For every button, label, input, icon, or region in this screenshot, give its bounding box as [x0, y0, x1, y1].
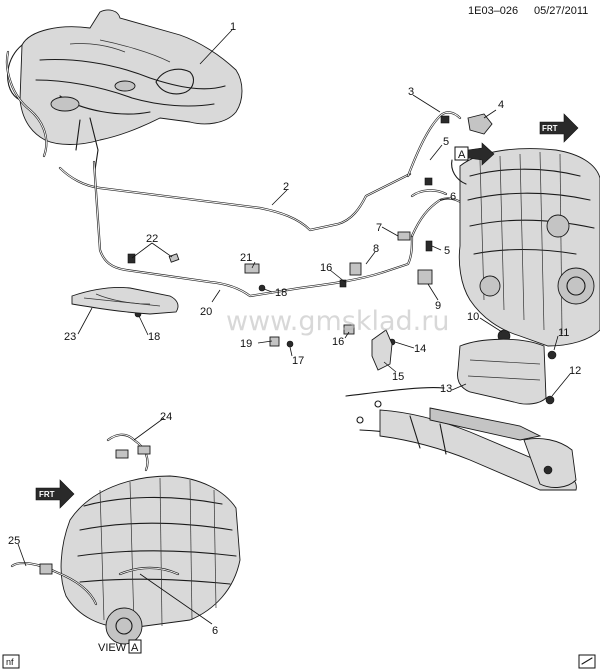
corner-code: nf [6, 657, 14, 667]
callout-17: 17 [292, 355, 304, 367]
callout-20: 20 [200, 306, 212, 318]
callout-10: 10 [467, 311, 479, 323]
leader-lines [17, 29, 571, 625]
chassis-frame [345, 387, 577, 491]
diagram-date: 05/27/2011 [534, 5, 588, 17]
corner-marks: nf [2, 654, 596, 669]
heat-shield-23 [71, 287, 179, 315]
callout-8: 8 [373, 243, 379, 255]
engine-top-right [451, 148, 600, 347]
watermark: www.gmsklad.ru [226, 306, 449, 337]
callout-7: 7 [376, 222, 382, 234]
shield-13 [457, 338, 557, 405]
callout-16-upper: 16 [320, 262, 332, 274]
callout-5-lower: 5 [444, 245, 450, 257]
callout-24: 24 [160, 411, 172, 423]
frt-arrow-top: FRT [539, 113, 579, 143]
view-label-text: VIEW [98, 642, 127, 654]
view-a-marker: A [454, 142, 495, 166]
callout-9: 9 [435, 300, 441, 312]
callout-18-upper: 18 [275, 287, 287, 299]
callout-14: 14 [414, 343, 426, 355]
diagram-id: 1E03–026 [468, 5, 518, 17]
frt-arrow-bottom: FRT [35, 479, 75, 509]
callout-22: 22 [146, 233, 158, 245]
callout-16-lower: 16 [332, 336, 344, 348]
callout-12: 12 [569, 365, 581, 377]
callout-13: 13 [440, 383, 452, 395]
callout-6-lower: 6 [212, 625, 218, 637]
view-label: VIEW A [98, 639, 142, 654]
engine-view-a [10, 433, 241, 645]
callout-6-upper: 6 [450, 191, 456, 203]
view-marker-letter: A [458, 149, 466, 161]
callout-1: 1 [230, 21, 236, 33]
fuel-tank [5, 9, 243, 171]
callout-25: 25 [8, 535, 20, 547]
callout-3: 3 [408, 86, 414, 98]
callout-18-lower: 18 [148, 331, 160, 343]
callout-23: 23 [64, 331, 76, 343]
shield-15 [371, 329, 393, 371]
line-clips [127, 113, 493, 348]
fuel-lines [58, 111, 470, 298]
frt-label-top: FRT [542, 124, 558, 133]
callout-5-upper: 5 [443, 136, 449, 148]
callout-15: 15 [392, 371, 404, 383]
callout-4: 4 [498, 99, 504, 111]
frt-label-bottom: FRT [39, 490, 55, 499]
callout-19: 19 [240, 338, 252, 350]
callout-21: 21 [240, 252, 252, 264]
callout-numbers: 1 2 3 4 5 5 6 6 7 8 9 10 11 12 13 14 15 … [8, 21, 581, 637]
view-label-letter: A [131, 642, 139, 654]
callout-11: 11 [558, 327, 569, 339]
callout-2: 2 [283, 181, 289, 193]
